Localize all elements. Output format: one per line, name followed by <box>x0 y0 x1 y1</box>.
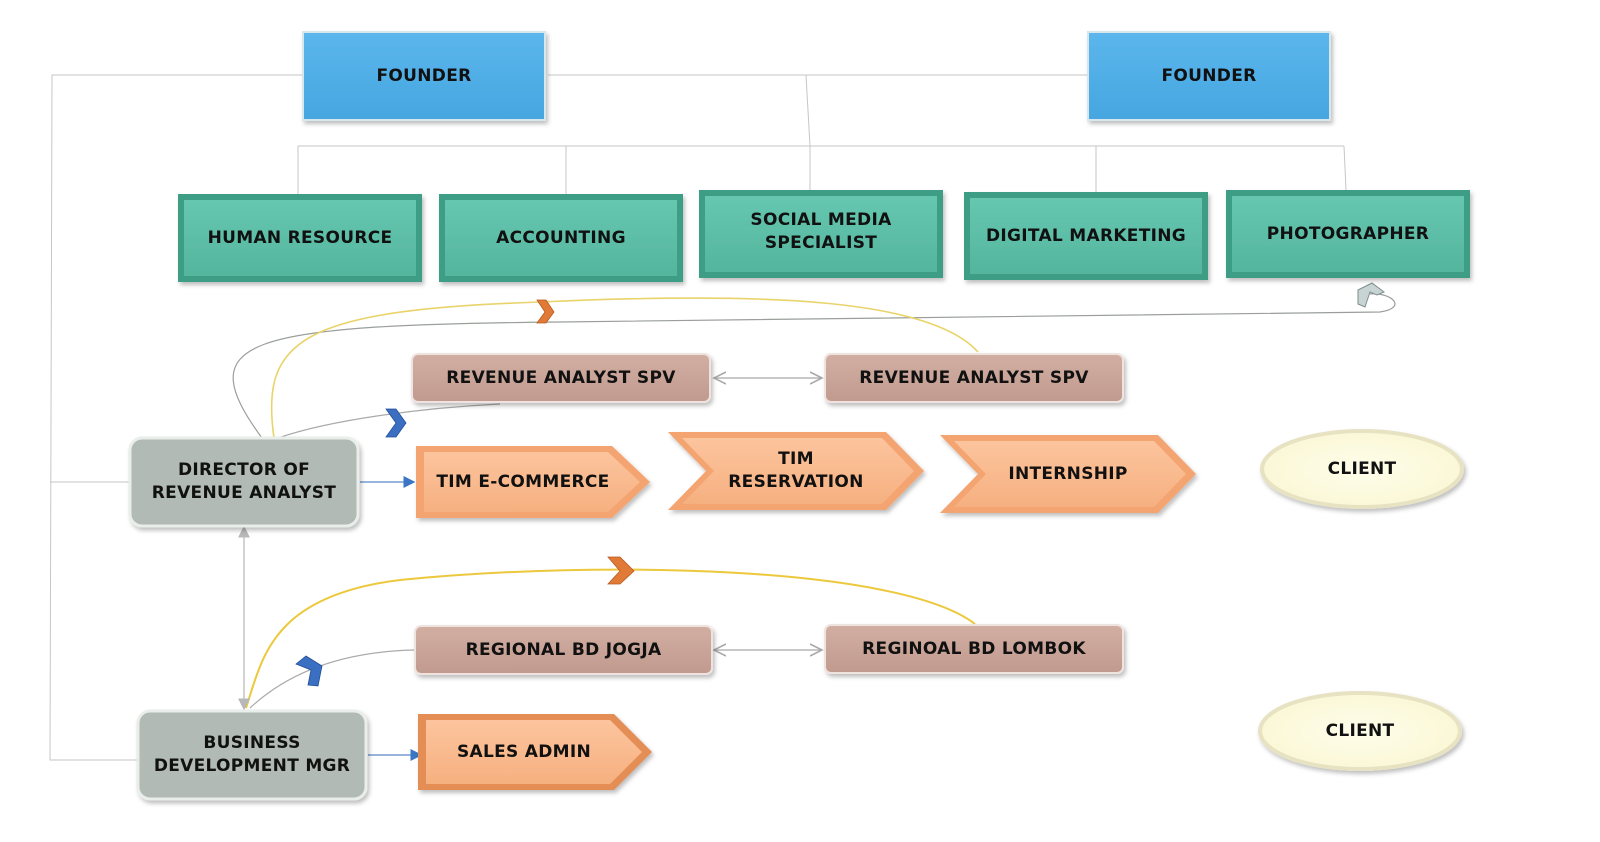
bd-manager-box <box>136 709 368 801</box>
orange-chevron-icon <box>607 556 635 585</box>
left-spine-line <box>49 74 303 761</box>
blue-chevron-icon <box>295 655 323 687</box>
director-to-spv-curve <box>277 403 501 439</box>
gray-chevron-icon <box>1357 282 1385 308</box>
revenue-spv-box-left <box>411 353 711 403</box>
department-trunk-line <box>805 74 811 147</box>
team-shape-ecommerce <box>416 446 650 518</box>
founder-box-left <box>302 31 546 121</box>
team-shape-reservation <box>668 432 924 510</box>
founder-box-right <box>1087 31 1331 121</box>
chevron-markers <box>295 282 1385 687</box>
bd-yellow-curve <box>245 568 976 709</box>
regional-box-lombok <box>824 624 1124 674</box>
client-ellipse-bottom <box>1258 691 1462 771</box>
team-shape-internship <box>940 435 1196 513</box>
blue-chevron-icon <box>385 408 407 438</box>
director-box <box>128 436 360 528</box>
photographer-feedback-curve <box>232 293 1396 439</box>
drop-photographer <box>1343 145 1347 191</box>
bd-to-regional-curve <box>249 649 415 709</box>
department-box-accounting <box>439 194 683 282</box>
connectors <box>49 74 1347 761</box>
department-box-human-resource <box>178 194 422 282</box>
orange-chevron-icon <box>536 299 555 324</box>
department-box-digital-marketing <box>964 192 1208 280</box>
revenue-spv-box-right <box>824 353 1124 403</box>
regional-box-jogja <box>414 625 713 675</box>
arrows <box>238 378 822 761</box>
client-ellipse-top <box>1260 429 1464 509</box>
department-box-social-media <box>699 190 943 278</box>
department-box-photographer <box>1226 190 1470 278</box>
team-shape-sales-admin <box>418 714 652 790</box>
